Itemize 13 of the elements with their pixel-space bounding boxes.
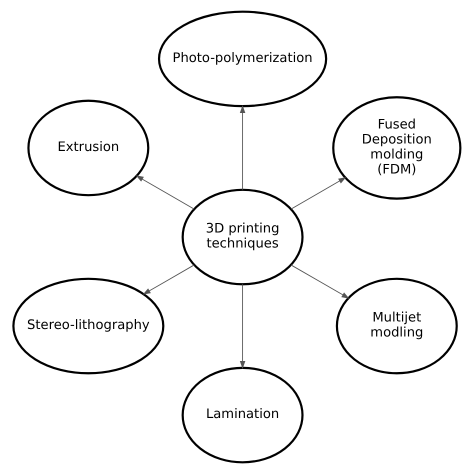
arrow [240, 105, 246, 190]
node-ellipse: Fused Deposition molding (FDM) [332, 96, 462, 200]
node-ellipse: Extrusion [27, 100, 150, 196]
node-ellipse: Stereo-lithography [12, 278, 164, 374]
node-ellipse: 3D printing techniques [182, 188, 304, 286]
arrow [290, 264, 350, 299]
arrow [290, 177, 346, 210]
node-ellipse: Multijet modling [336, 278, 458, 374]
arrow [136, 175, 195, 210]
arrow [142, 264, 195, 295]
node-ellipse: Lamination [182, 366, 304, 464]
node-ellipse: Photo-polymerization [158, 10, 328, 108]
arrow [240, 284, 246, 369]
